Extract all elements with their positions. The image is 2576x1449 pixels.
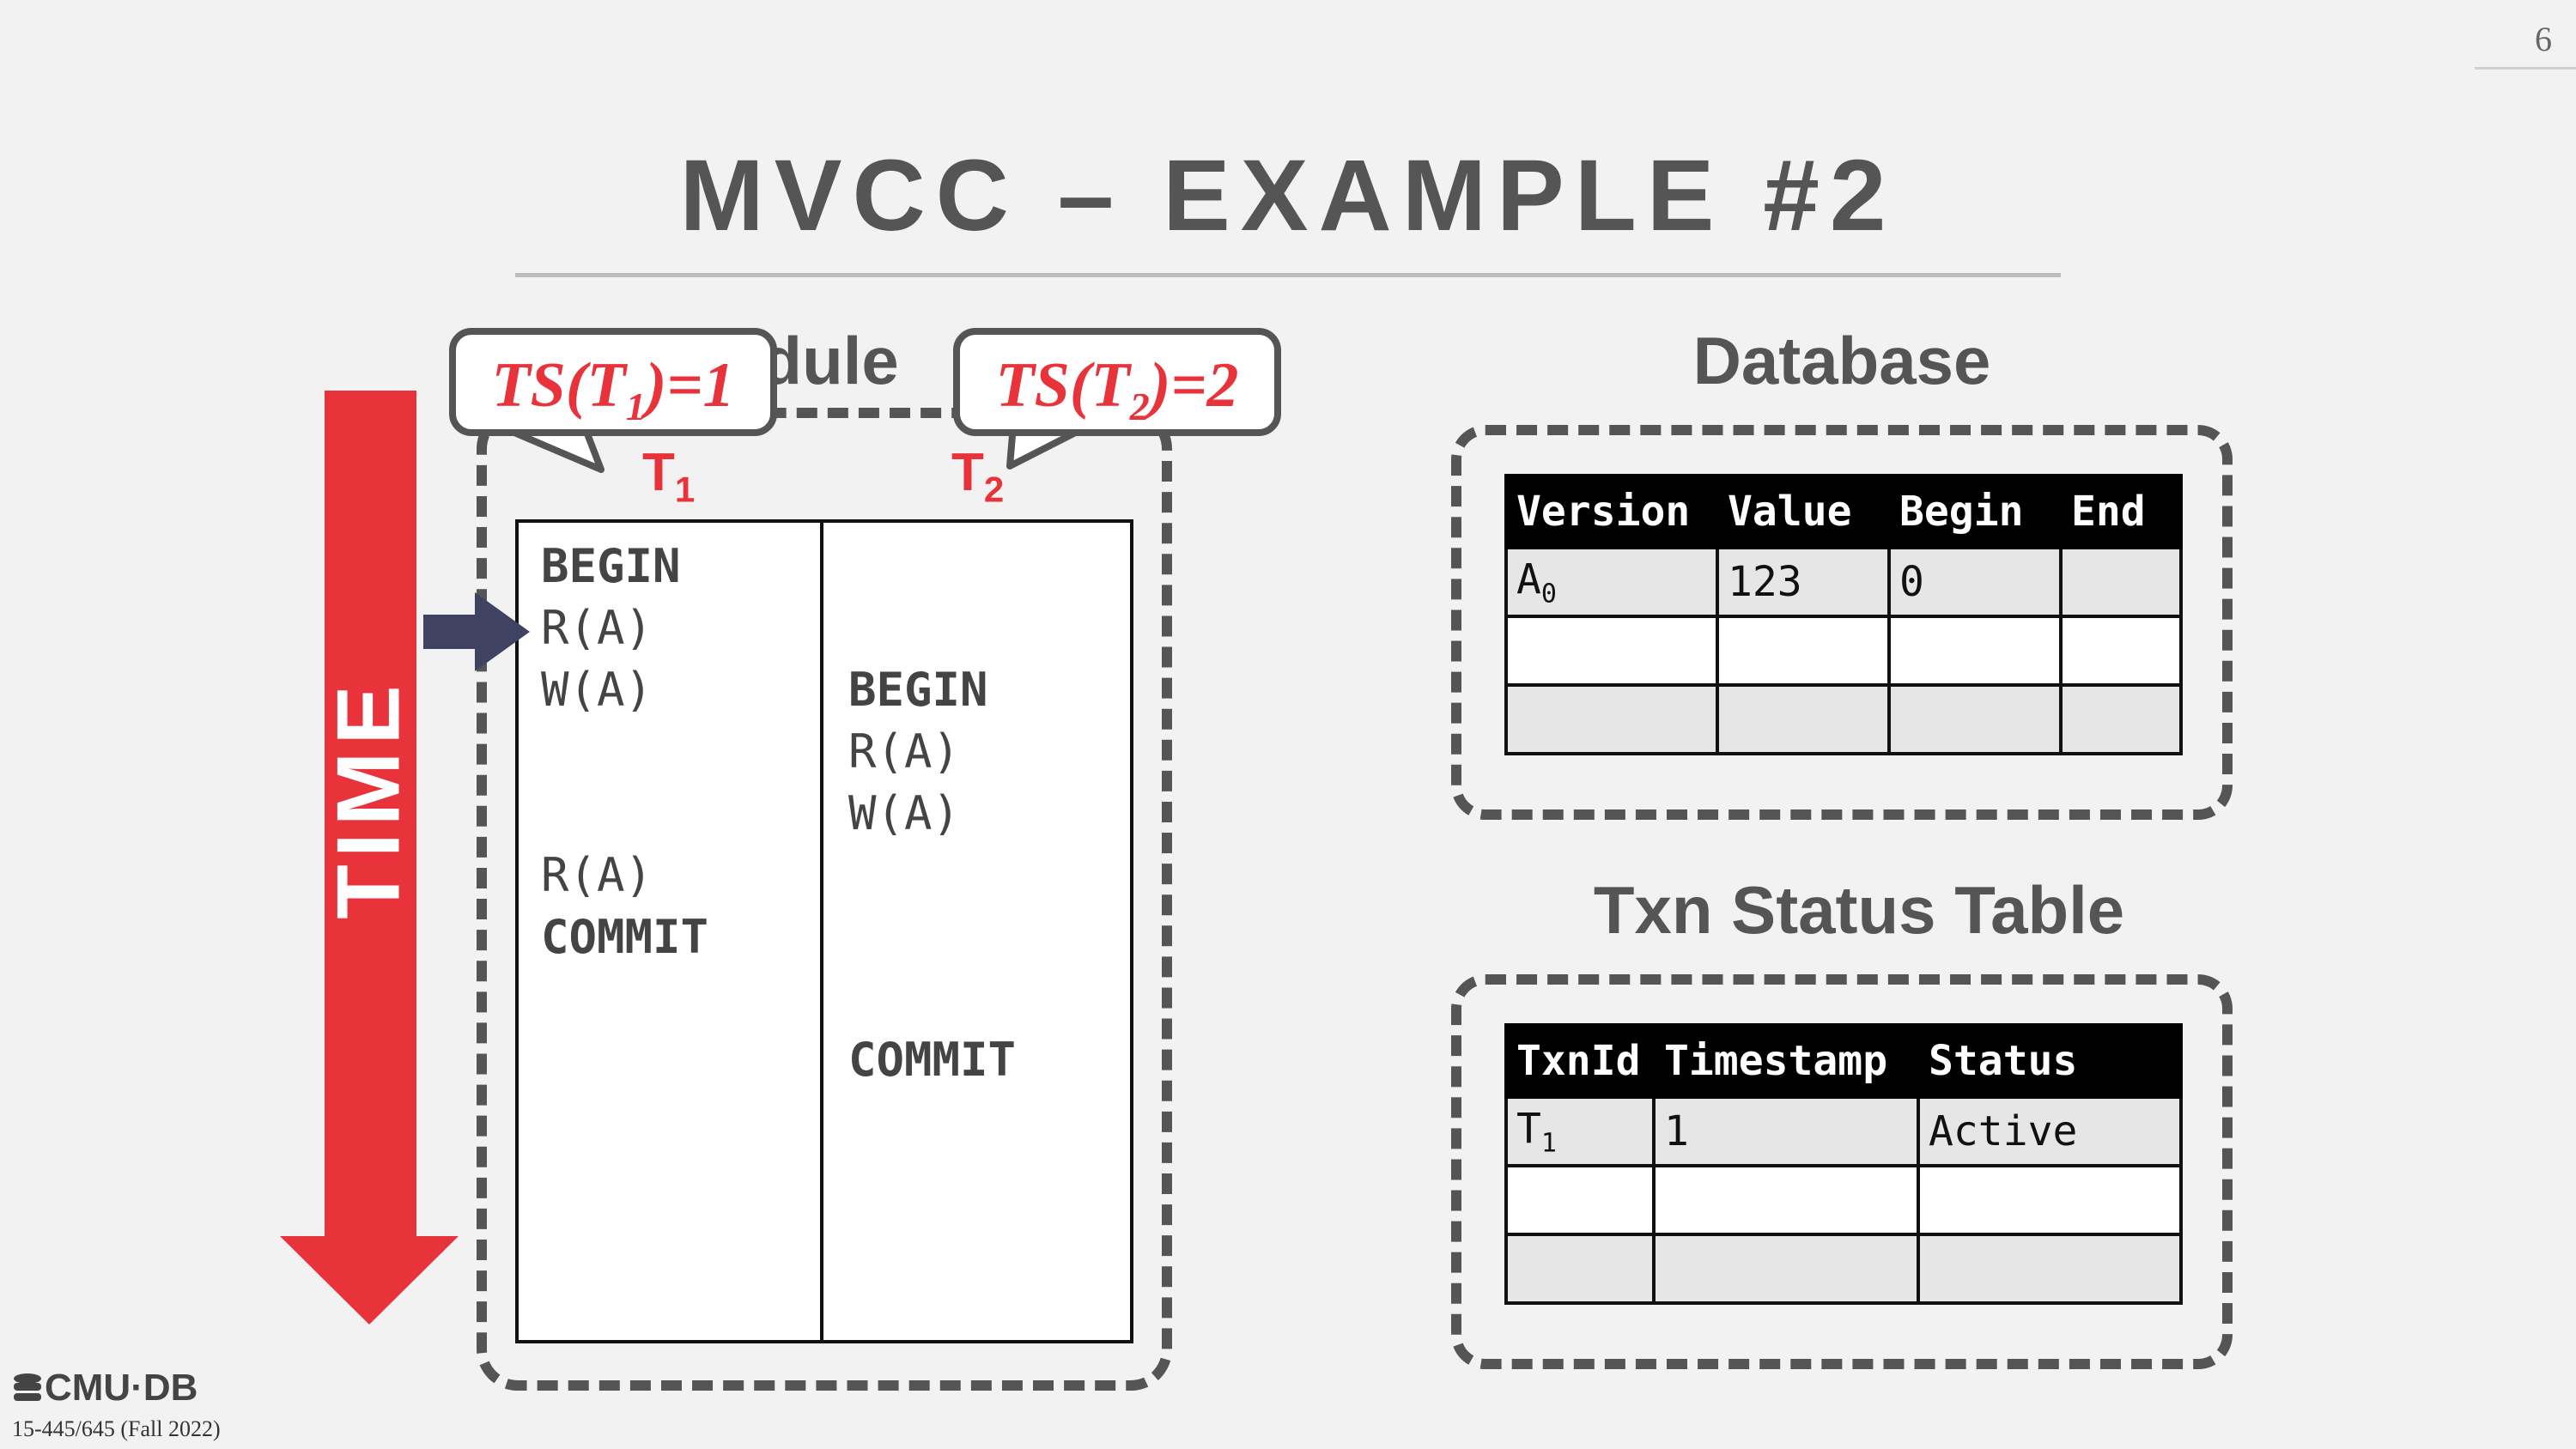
table-row [1504, 1164, 2183, 1236]
t2-column-header: T2 [951, 443, 1005, 510]
t1-column-header: T1 [642, 443, 696, 510]
time-label-wrap: TIME [283, 618, 455, 979]
database-title: Database [1692, 323, 1991, 398]
txn-header-timestamp: Timestamp [1652, 1023, 1920, 1099]
arrow-right-icon [423, 592, 530, 671]
txn-status-box [1451, 974, 2233, 1369]
table-row [1504, 1233, 2183, 1305]
time-arrow [280, 391, 459, 1325]
timestamp-cell [1652, 1164, 1920, 1236]
status-cell [1917, 1233, 2183, 1305]
timestamp-bubble-t2: TS(T2)=2 [953, 328, 1281, 436]
database-header-row: Version Value Begin End [1504, 474, 2183, 549]
database-header-begin: Begin [1887, 474, 2063, 549]
table-row: A0 123 0 [1504, 546, 2183, 618]
version-cell [1504, 683, 1719, 755]
txn-status-header-row: TxnId Timestamp Status [1504, 1023, 2183, 1099]
cmu-db-logo: CMU·DB [10, 1367, 197, 1410]
t2-op-commit: COMMIT [848, 1033, 1017, 1087]
timestamp-bubble-t1: TS(T1)=1 [449, 328, 777, 436]
version-cell: A0 [1504, 546, 1719, 618]
slide-number: 6 [2535, 20, 2552, 58]
table-row [1504, 683, 2183, 755]
begin-cell [1887, 615, 2063, 687]
txnid-cell: T1 [1504, 1095, 1656, 1167]
txnid-cell [1504, 1164, 1656, 1236]
txnid-cell [1504, 1233, 1656, 1305]
timestamp-cell [1652, 1233, 1920, 1305]
end-cell [2059, 615, 2183, 687]
database-stack-icon [14, 1373, 41, 1401]
t1-op-write: W(A) [541, 663, 653, 717]
schedule-table [515, 519, 1133, 1343]
database-header-end: End [2059, 474, 2183, 549]
value-cell [1716, 615, 1891, 687]
t2-op-read: R(A) [848, 724, 961, 779]
title-rule [515, 273, 2061, 277]
t1-op-commit: COMMIT [541, 910, 709, 964]
database-box [1451, 425, 2233, 820]
slide-title: MVCC – EXAMPLE #2 [679, 139, 1897, 252]
txn-status-table: TxnId Timestamp Status T1 1 Active [1504, 1023, 2183, 1305]
table-row: T1 1 Active [1504, 1095, 2183, 1167]
schedule-divider [820, 519, 823, 1343]
slide-number-rule [2475, 67, 2576, 70]
value-cell [1716, 683, 1891, 755]
database-table: Version Value Begin End A0 123 0 [1504, 474, 2183, 755]
table-row [1504, 615, 2183, 687]
txn-header-txnid: TxnId [1504, 1023, 1656, 1099]
begin-cell: 0 [1887, 546, 2063, 618]
database-header-version: Version [1504, 474, 1719, 549]
t1-op-read: R(A) [541, 601, 653, 655]
begin-cell [1887, 683, 2063, 755]
txn-status-title: Txn Status Table [1593, 872, 2125, 948]
t1-op-begin: BEGIN [541, 539, 681, 593]
time-label: TIME [319, 677, 419, 919]
t2-op-begin: BEGIN [848, 663, 988, 717]
version-cell [1504, 615, 1719, 687]
status-cell [1917, 1164, 2183, 1236]
database-header-value: Value [1716, 474, 1891, 549]
course-label: 15-445/645 (Fall 2022) [12, 1416, 221, 1441]
end-cell [2059, 683, 2183, 755]
value-cell: 123 [1716, 546, 1891, 618]
txn-header-status: Status [1917, 1023, 2183, 1099]
status-cell: Active [1917, 1095, 2183, 1167]
t1-op-read-2: R(A) [541, 848, 653, 902]
timestamp-cell: 1 [1652, 1095, 1920, 1167]
t2-op-write: W(A) [848, 786, 961, 840]
end-cell [2059, 546, 2183, 618]
